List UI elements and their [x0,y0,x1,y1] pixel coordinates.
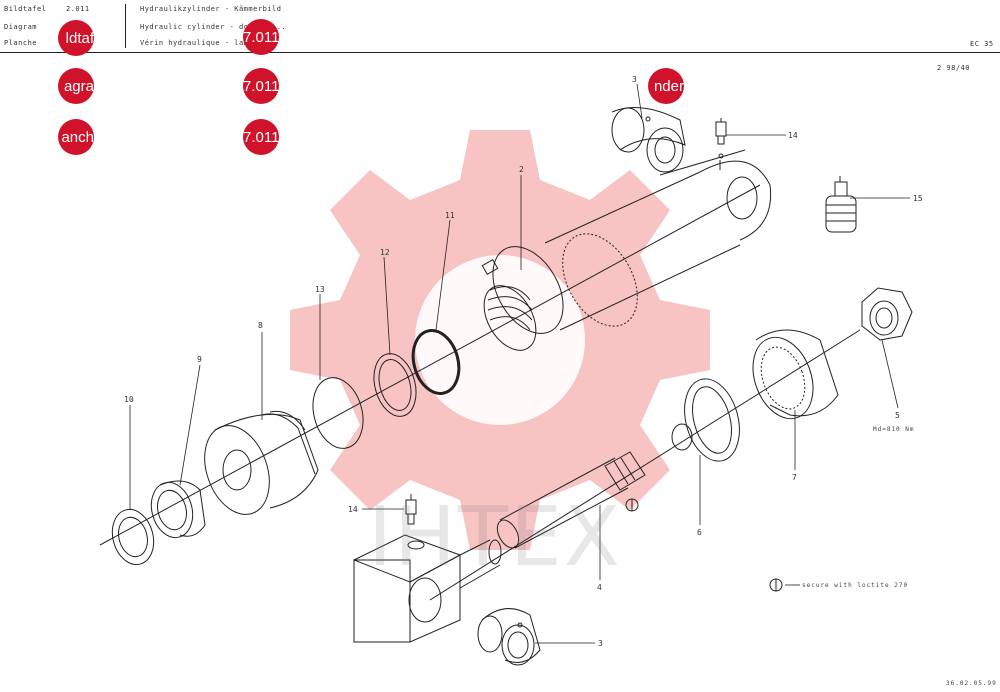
o-ring-11 [411,329,461,395]
header-label-bildtafel: Bildtafel [4,5,47,13]
part-number-13: 13 [315,285,325,294]
badge-center-1[interactable]: 7.011 [243,19,279,55]
header-label-planche: Planche [4,39,38,47]
wiper-seal [671,378,740,462]
title-de: Hydraulikzylinder - Kämmerbild [140,5,282,13]
leader-lines [129,83,910,644]
sub-reference: 2 98/40 [937,64,971,72]
part-number-2: 2 [519,165,524,174]
vent-valve [825,176,857,233]
axis-line-rod [429,329,861,601]
badge-left-2[interactable]: agra [58,68,94,104]
header-label-diagram: Diagram [4,23,38,31]
part-number-9: 9 [197,355,202,364]
rod-end-block [352,534,502,643]
model-code: EC 35 [970,40,994,48]
backup-ring-12 [373,353,417,417]
cylinder-barrel [492,149,746,334]
grease-nipple-top [715,118,727,145]
bushing-bottom [477,608,541,666]
part-number-8: 8 [258,321,263,330]
header-rule [0,52,1000,53]
part-number-15: 15 [913,194,923,203]
badge-left-3[interactable]: anch [58,119,94,155]
part-number-7: 7 [792,473,797,482]
part-number-12: 12 [380,248,390,257]
badge-center-3[interactable]: 7.011 [243,119,279,155]
piston-rod [496,451,646,549]
watermark-gear [290,130,710,550]
badge-left-1[interactable]: ldtaf [58,20,94,56]
guide-ring [752,329,839,420]
part-number-14-top: 14 [788,131,798,140]
o-ring-13 [312,377,364,449]
part-number-14-bottom: 14 [348,505,358,514]
part-number-11: 11 [445,211,455,220]
grease-nipple-bottom [405,494,417,525]
ring-9 [150,480,206,539]
title-en: Hydraulic cylinder - dozer b... [140,23,287,31]
ring-10 [111,508,155,566]
cylinder-eye [699,153,772,241]
lock-nut [861,287,913,341]
part-number-3-top: 3 [632,75,637,84]
part-number-10: 10 [124,395,134,404]
part-number-5: 5 [895,411,900,420]
threaded-end [481,258,537,351]
header-number: 2.011 [66,5,90,13]
torque-note: Md=810 Nm [873,426,915,433]
axis-line-main [99,184,761,546]
title-fr: Vérin hydraulique - lame ... [140,39,273,47]
footer-code: 36.02.05.99 [946,680,997,687]
part-number-6: 6 [697,528,702,537]
badge-right-1[interactable]: nder [648,68,684,104]
piston [204,410,319,515]
loctite-note: secure with loctite 270 [802,582,908,589]
part-number-4: 4 [597,583,602,592]
header-divider [125,4,126,48]
badge-center-2[interactable]: 7.011 [243,68,279,104]
bushing-top [611,107,686,173]
loctite-symbol [769,578,783,592]
part-number-3-bottom: 3 [598,639,603,648]
